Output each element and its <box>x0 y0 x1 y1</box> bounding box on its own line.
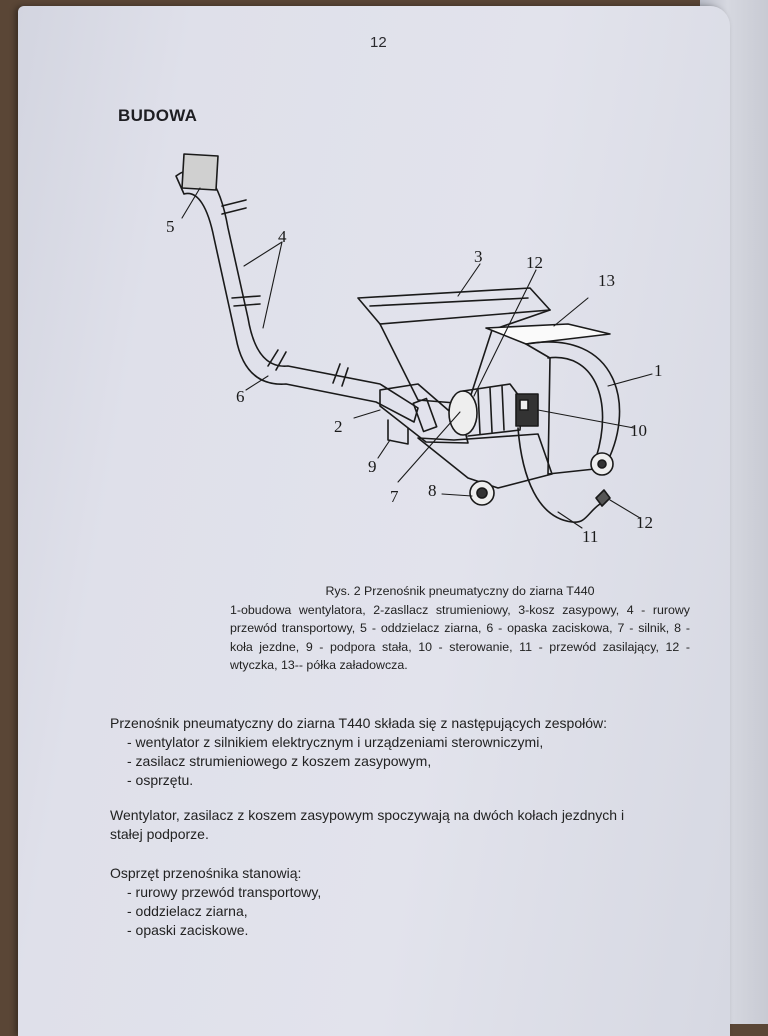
list-item: - osprzętu. <box>127 772 194 788</box>
list-item: - opaski zaciskowe. <box>127 922 249 938</box>
list-item: - rurowy przewód transportowy, <box>127 884 322 900</box>
list-item: - oddzielacz ziarna, <box>127 903 248 919</box>
document-page: 12 BUDOWA <box>18 6 730 1036</box>
motor <box>448 390 478 436</box>
paragraph-intro: Przenośnik pneumatyczny do ziarna T440 s… <box>110 715 608 731</box>
callout-8: 8 <box>428 481 437 500</box>
callout-11: 11 <box>582 527 598 546</box>
paragraph-accessories: Osprzęt przenośnika stanowią: - rurowy p… <box>110 864 321 940</box>
list-item: - wentylator z silnikiem elektrycznym i … <box>127 734 544 750</box>
grain-separator <box>181 153 219 191</box>
callout-4: 4 <box>278 227 287 246</box>
callout-3: 3 <box>474 247 483 266</box>
support-leg <box>387 419 409 445</box>
power-cable <box>517 427 601 523</box>
paragraph-components: Przenośnik pneumatyczny do ziarna T440 s… <box>110 714 607 790</box>
callout-13: 13 <box>598 271 615 290</box>
machine-diagram: 5 4 3 12 13 1 6 2 10 9 7 8 12 11 <box>166 153 663 546</box>
page-number: 12 <box>370 34 387 51</box>
paragraph-intro: Osprzęt przenośnika stanowią: <box>110 865 302 881</box>
callout-2: 2 <box>334 417 343 436</box>
callout-12-top: 12 <box>526 253 543 272</box>
callout-5: 5 <box>166 217 175 236</box>
figure-caption: Rys. 2 Przenośnik pneumatyczny do ziarna… <box>230 582 690 675</box>
caption-title: Rys. 2 Przenośnik pneumatyczny do ziarna… <box>325 584 595 598</box>
callout-1: 1 <box>654 361 663 380</box>
plug <box>595 489 611 507</box>
callout-9: 9 <box>368 457 377 476</box>
transport-pipe <box>175 168 419 423</box>
paragraph-support: Wentylator, zasilacz z koszem zasypowym … <box>110 807 625 842</box>
caption-legend: 1-obudowa wentylatora, 2-zasllacz strumi… <box>230 602 690 673</box>
hopper <box>357 287 551 325</box>
section-heading: BUDOWA <box>118 106 198 125</box>
callout-10: 10 <box>630 421 647 440</box>
jet-feeder <box>379 383 469 444</box>
callout-12-bottom: 12 <box>636 513 653 532</box>
callout-6: 6 <box>236 387 245 406</box>
loading-shelf <box>485 323 611 345</box>
callout-7: 7 <box>390 487 399 506</box>
list-item: - zasilacz strumieniowego z koszem zasyp… <box>127 753 432 769</box>
